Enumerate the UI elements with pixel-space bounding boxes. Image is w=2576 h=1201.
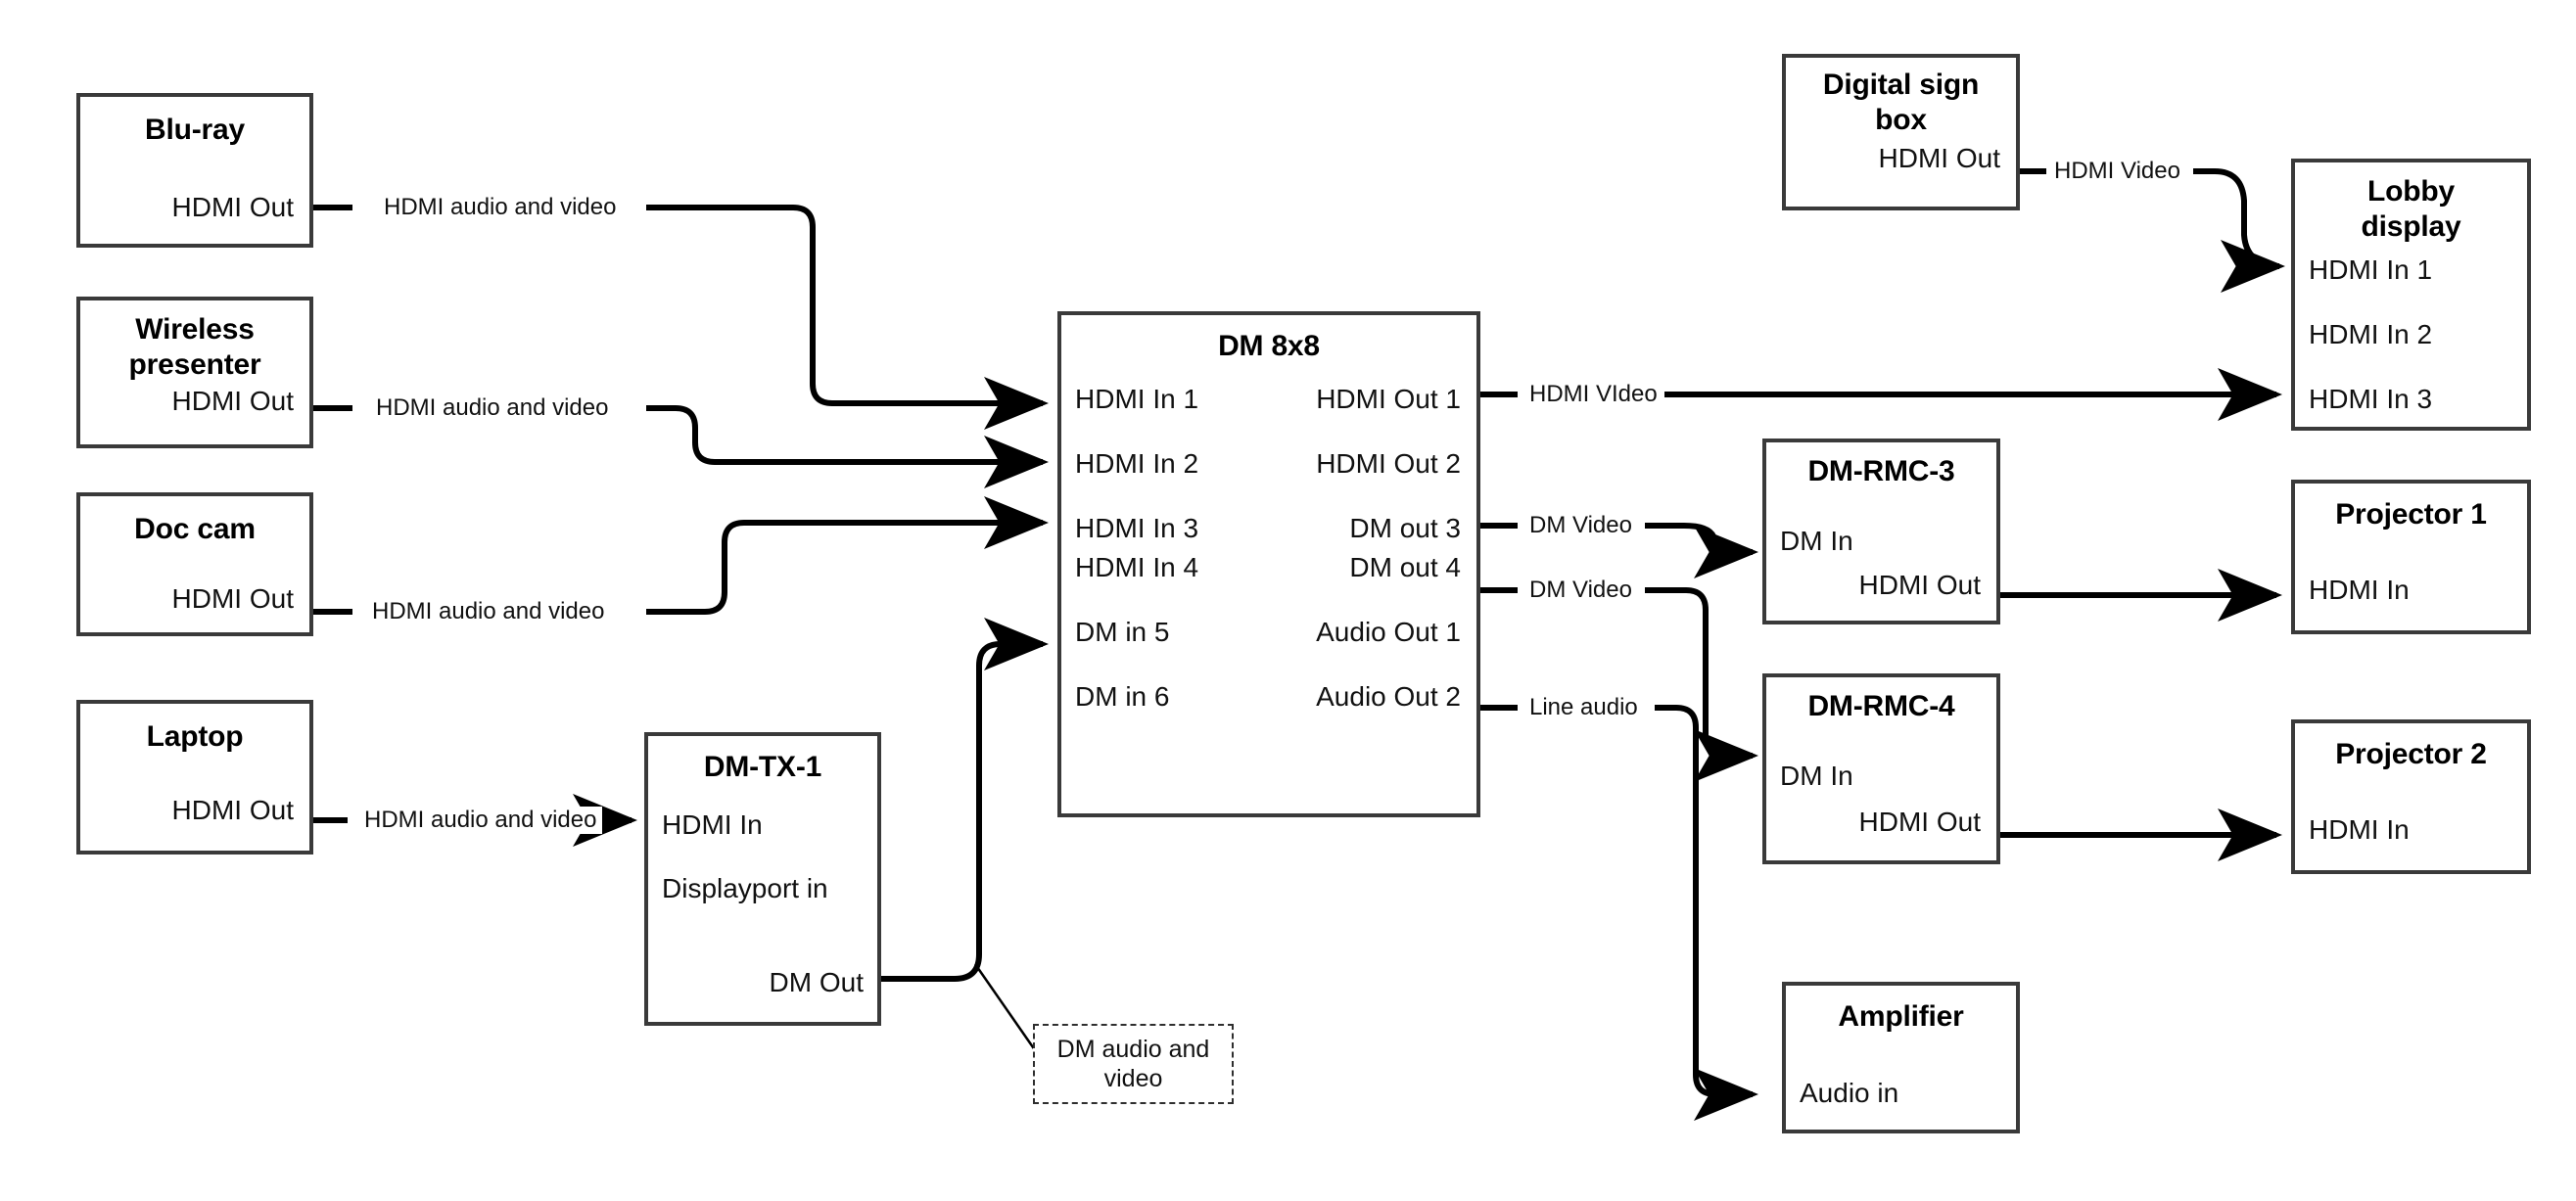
node-laptop-port-hdmi-out: HDMI Out	[171, 795, 294, 825]
node-dm-8x8-title: DM 8x8	[1218, 330, 1320, 362]
wire-dm8x8-to-dmrmc4	[1480, 587, 1753, 756]
node-dm-8x8-port-hdmi-out-1: HDMI Out 1	[1316, 384, 1461, 414]
node-bluray-port-hdmi-out: HDMI Out	[171, 192, 294, 222]
node-dm-rmc-3[interactable]: DM-RMC-3 DM In HDMI Out	[1762, 439, 2000, 624]
node-dm-rmc-3-port-hdmi-out: HDMI Out	[1858, 570, 1981, 600]
node-dm-tx-1-title: DM-TX-1	[703, 751, 822, 783]
edge-label-bluray-to-dm8x8: HDMI audio and video	[378, 194, 623, 221]
node-dm-rmc-4-port-hdmi-out: HDMI Out	[1858, 807, 1981, 837]
node-lobby-display-title-line1: Lobby	[2367, 175, 2455, 208]
node-wireless-presenter-port-hdmi-out: HDMI Out	[171, 386, 294, 416]
node-doc-cam-title: Doc cam	[134, 513, 256, 545]
node-dm-tx-1[interactable]: DM-TX-1 HDMI In Displayport in DM Out	[644, 732, 881, 1026]
wire-wireless-to-dm8x8	[313, 408, 1043, 462]
callout-dm-audio-and-video: DM audio and video	[1033, 1024, 1234, 1104]
edge-label-audio-out-1: Line audio	[1523, 694, 1644, 721]
node-dm-rmc-3-title: DM-RMC-3	[1807, 455, 1955, 487]
node-dm-8x8-port-hdmi-in-4: HDMI In 4	[1075, 552, 1199, 582]
node-dm-rmc-3-port-dm-in: DM In	[1780, 526, 1853, 556]
node-laptop-title: Laptop	[146, 720, 244, 753]
node-dm-8x8-port-dm-in-5: DM in 5	[1075, 617, 1170, 647]
node-dm-tx-1-port-displayport-in: Displayport in	[662, 873, 828, 903]
node-dm-8x8-port-dm-out-4: DM out 4	[1349, 552, 1461, 582]
node-dm-rmc-4[interactable]: DM-RMC-4 DM In HDMI Out	[1762, 673, 2000, 864]
wire-dm8x8-to-dmrmc3	[1480, 526, 1753, 552]
node-dm-rmc-4-port-dm-in: DM In	[1780, 761, 1853, 791]
node-lobby-display-title-line2: display	[2361, 210, 2461, 243]
node-wireless-presenter[interactable]: Wireless presenter HDMI Out	[76, 297, 313, 448]
node-amplifier-port-audio-in: Audio in	[1800, 1078, 1899, 1108]
node-projector-2-port-hdmi-in: HDMI In	[2309, 814, 2410, 845]
edge-label-wireless-to-dm8x8: HDMI audio and video	[370, 394, 615, 422]
node-dm-8x8-port-hdmi-in-2: HDMI In 2	[1075, 448, 1199, 479]
node-dm-8x8-port-dm-in-6: DM in 6	[1075, 681, 1170, 712]
edge-label-digitalsign-to-lobby: HDMI Video	[2048, 158, 2186, 185]
node-bluray-title: Blu-ray	[145, 114, 245, 146]
node-doc-cam[interactable]: Doc cam HDMI Out	[76, 492, 313, 636]
node-digital-sign-box-title-line1: Digital sign	[1822, 69, 1980, 101]
node-dm-rmc-4-title: DM-RMC-4	[1807, 690, 1955, 722]
node-projector-2-title: Projector 2	[2335, 738, 2487, 770]
node-dm-8x8-port-audio-out-2: Audio Out 2	[1316, 681, 1461, 712]
node-lobby-display-port-hdmi-in-1: HDMI In 1	[2309, 254, 2433, 285]
node-projector-1-port-hdmi-in: HDMI In	[2309, 575, 2410, 605]
node-dm-tx-1-port-dm-out: DM Out	[769, 967, 864, 997]
node-doc-cam-port-hdmi-out: HDMI Out	[171, 583, 294, 614]
node-laptop[interactable]: Laptop HDMI Out	[76, 700, 313, 855]
wire-bluray-to-dm8x8	[313, 205, 1043, 403]
edge-label-doccam-to-dm8x8: HDMI audio and video	[366, 598, 611, 625]
node-projector-1[interactable]: Projector 1 HDMI In	[2291, 480, 2531, 634]
node-dm-8x8-port-hdmi-out-2: HDMI Out 2	[1316, 448, 1461, 479]
wire-doccam-to-dm8x8	[313, 523, 1043, 615]
node-dm-8x8[interactable]: DM 8x8 HDMI In 1 HDMI In 2 HDMI In 3 HDM…	[1057, 311, 1480, 817]
node-projector-1-title: Projector 1	[2335, 498, 2487, 531]
node-lobby-display-port-hdmi-in-3: HDMI In 3	[2309, 384, 2433, 414]
node-lobby-display[interactable]: Lobby display HDMI In 1 HDMI In 2 HDMI I…	[2291, 159, 2531, 431]
node-dm-8x8-port-hdmi-in-1: HDMI In 1	[1075, 384, 1199, 414]
edge-label-dm-out-4: DM Video	[1523, 577, 1638, 604]
node-digital-sign-box[interactable]: Digital sign box HDMI Out	[1782, 54, 2020, 210]
node-projector-2[interactable]: Projector 2 HDMI In	[2291, 719, 2531, 874]
node-digital-sign-box-port-hdmi-out: HDMI Out	[1878, 143, 2000, 173]
node-bluray[interactable]: Blu-ray HDMI Out	[76, 93, 313, 248]
callout-dm-audio-and-video-text: DM audio and video	[1056, 1036, 1210, 1092]
node-dm-8x8-port-audio-out-1: Audio Out 1	[1316, 617, 1461, 647]
node-wireless-presenter-title-line1: Wireless	[135, 313, 255, 346]
node-dm-8x8-port-dm-out-3: DM out 3	[1349, 513, 1461, 543]
wire-digitalsign-to-lobby	[2020, 168, 2279, 266]
wire-callout-leader	[973, 963, 1042, 1058]
node-dm-8x8-port-hdmi-in-3: HDMI In 3	[1075, 513, 1199, 543]
edge-label-hdmi-out-1: HDMI VIdeo	[1523, 381, 1663, 408]
node-amplifier-title: Amplifier	[1838, 1000, 1964, 1033]
node-amplifier[interactable]: Amplifier Audio in	[1782, 982, 2020, 1133]
node-lobby-display-port-hdmi-in-2: HDMI In 2	[2309, 319, 2433, 349]
node-wireless-presenter-title-line2: presenter	[128, 348, 261, 381]
node-dm-tx-1-port-hdmi-in: HDMI In	[662, 809, 763, 840]
edge-label-dm-out-3: DM Video	[1523, 512, 1638, 539]
wire-dm8x8-to-amplifier	[1480, 705, 1753, 1094]
edge-label-laptop-to-dmtx1: HDMI audio and video	[358, 807, 603, 834]
node-digital-sign-box-title-line2: box	[1875, 104, 1927, 136]
wire-dmtx1-to-dm8x8	[881, 618, 1049, 982]
